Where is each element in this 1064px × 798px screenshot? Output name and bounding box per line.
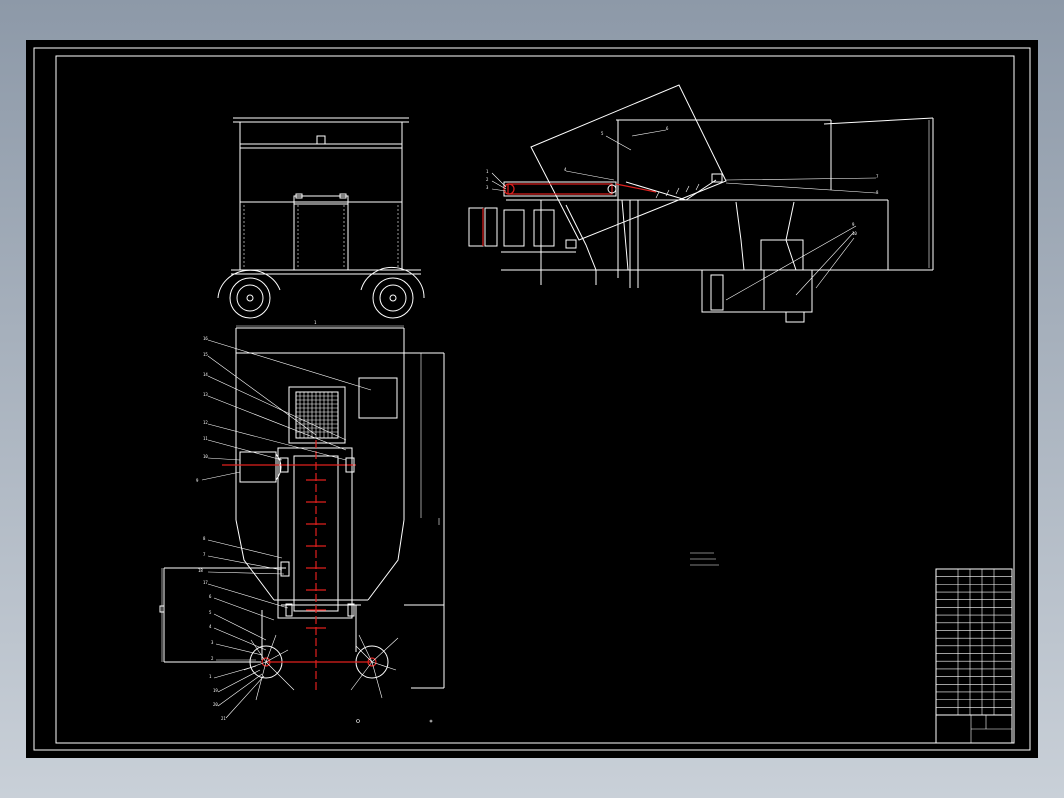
svg-text:20: 20 xyxy=(213,702,218,707)
title-block xyxy=(935,568,1013,744)
svg-text:5: 5 xyxy=(209,610,212,615)
svg-text:3: 3 xyxy=(211,640,214,645)
svg-text:1: 1 xyxy=(209,674,212,679)
svg-text:3: 3 xyxy=(486,185,489,190)
svg-text:9: 9 xyxy=(852,222,855,227)
svg-text:21: 21 xyxy=(221,716,226,721)
svg-text:8: 8 xyxy=(203,536,206,541)
svg-text:18: 18 xyxy=(198,568,203,573)
svg-text:11: 11 xyxy=(203,436,208,441)
svg-text:6: 6 xyxy=(209,594,212,599)
drawing-canvas: 1 2 3 4 5 6 7 8 9 10 xyxy=(33,47,1031,751)
svg-text:2: 2 xyxy=(486,177,489,182)
svg-text:9: 9 xyxy=(196,478,199,483)
svg-text:1: 1 xyxy=(314,320,317,325)
svg-text:4: 4 xyxy=(564,167,567,172)
svg-text:2: 2 xyxy=(211,656,214,661)
side-elevation-view: 1 2 3 4 5 6 7 8 9 10 xyxy=(468,84,934,323)
svg-text:19: 19 xyxy=(213,688,218,693)
svg-text:1: 1 xyxy=(486,169,489,174)
svg-text:4: 4 xyxy=(209,624,212,629)
svg-text:16: 16 xyxy=(203,336,208,341)
inner-border xyxy=(55,55,1015,744)
outer-border xyxy=(33,47,1031,751)
svg-text:14: 14 xyxy=(203,372,208,377)
svg-text:8: 8 xyxy=(876,190,879,195)
technical-notes xyxy=(690,552,719,566)
front-elevation-view xyxy=(217,117,425,319)
svg-text:17: 17 xyxy=(203,580,208,585)
svg-text:6: 6 xyxy=(666,126,669,131)
drawing-sheet[interactable]: 1 2 3 4 5 6 7 8 9 10 xyxy=(26,40,1038,758)
svg-text:5: 5 xyxy=(601,131,604,136)
svg-text:13: 13 xyxy=(203,392,208,397)
svg-text:10: 10 xyxy=(852,231,857,236)
svg-text:7: 7 xyxy=(876,174,879,179)
svg-text:10: 10 xyxy=(203,454,208,459)
svg-text:12: 12 xyxy=(203,420,208,425)
svg-text:15: 15 xyxy=(203,352,208,357)
svg-text:7: 7 xyxy=(203,552,206,557)
